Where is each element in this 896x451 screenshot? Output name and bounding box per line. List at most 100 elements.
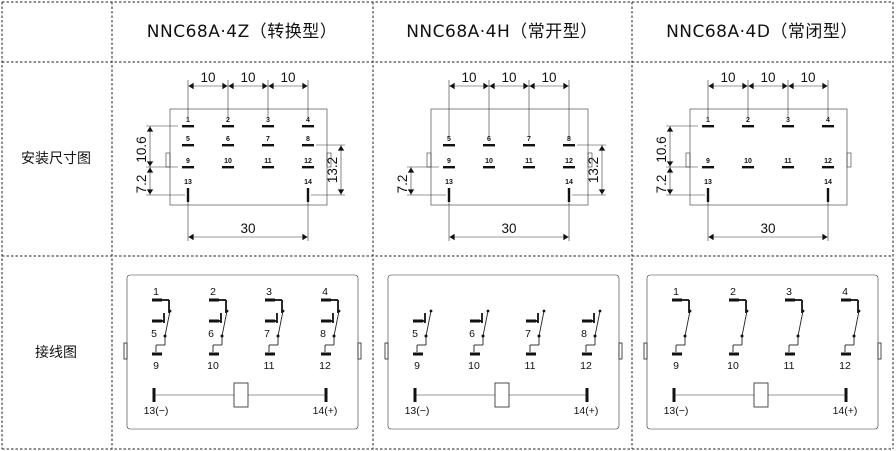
pin-pad-11 bbox=[262, 166, 274, 169]
pin-label-2: 2 bbox=[746, 117, 750, 124]
pin-pad-1 bbox=[182, 125, 194, 128]
terminal-pad-1 bbox=[152, 298, 162, 302]
coil-circuit: 13(−)14(+) bbox=[664, 382, 857, 417]
contact-set-3: 311 bbox=[784, 286, 805, 372]
terminal-label-4: 4 bbox=[322, 286, 328, 298]
pin-pad-4 bbox=[822, 125, 834, 128]
contact-dot bbox=[857, 309, 861, 313]
dimension-arrow bbox=[483, 82, 489, 90]
dimension-arrow bbox=[449, 233, 455, 241]
terminal-label-11: 11 bbox=[525, 360, 536, 372]
terminal-label-8: 8 bbox=[320, 328, 326, 340]
pin-label-9: 9 bbox=[447, 158, 451, 165]
terminal-label-12: 12 bbox=[839, 360, 851, 372]
coil-symbol bbox=[494, 382, 510, 408]
dim-pitch: 10 bbox=[200, 70, 215, 85]
dimension-arrow bbox=[228, 82, 234, 90]
pin-pad-10 bbox=[222, 166, 234, 169]
contact-dot bbox=[486, 309, 490, 313]
dim-height: 13.2 bbox=[325, 157, 340, 183]
moving-contact bbox=[538, 310, 545, 337]
contact-set-4: 412 bbox=[839, 286, 861, 372]
coil-pin-13 bbox=[447, 188, 451, 202]
moving-contact bbox=[797, 310, 804, 337]
pin-pad-11 bbox=[782, 166, 794, 169]
dim-coil-offset: 7.2 bbox=[134, 175, 149, 194]
terminal-pad-7 bbox=[265, 319, 275, 323]
contact-dot bbox=[542, 309, 546, 313]
dim-coil-offset: 7.2 bbox=[395, 175, 410, 194]
dimension-arrow bbox=[708, 233, 714, 241]
coil-circuit: 13(−)14(+) bbox=[144, 382, 337, 417]
side-tab bbox=[643, 342, 648, 360]
pin-pad-3 bbox=[262, 125, 274, 128]
terminal-label-9: 9 bbox=[153, 360, 159, 372]
terminal-label-7: 7 bbox=[264, 328, 270, 340]
pin-pad-5 bbox=[443, 144, 455, 147]
terminal-label-3: 3 bbox=[786, 286, 792, 298]
pin-label-6: 6 bbox=[226, 136, 230, 143]
coil-label-negative: 13(−) bbox=[144, 405, 169, 417]
dimension-arrow bbox=[708, 82, 714, 90]
dimension-arrow bbox=[563, 233, 569, 241]
dimension-arrow bbox=[666, 167, 674, 173]
moving-contact bbox=[221, 310, 228, 337]
dimension-arrow bbox=[188, 82, 194, 90]
dimension-arrow bbox=[146, 126, 154, 132]
pin-pad-10 bbox=[483, 166, 495, 169]
pin-label-11: 11 bbox=[525, 158, 533, 165]
side-tab bbox=[685, 152, 691, 168]
pivot-dot bbox=[163, 334, 167, 338]
terminal-label-7: 7 bbox=[525, 328, 531, 340]
side-tab bbox=[357, 342, 362, 360]
terminal-pad-10 bbox=[729, 352, 739, 356]
pin-label-11: 11 bbox=[264, 158, 272, 165]
dim-pitch: 10 bbox=[541, 70, 556, 85]
row-label-dimensions: 安装尺寸图 bbox=[21, 151, 91, 167]
pin-label-4: 4 bbox=[306, 117, 310, 124]
terminal-pad-6 bbox=[209, 319, 219, 323]
terminal-pad-9 bbox=[152, 352, 162, 356]
contact-dot bbox=[337, 309, 341, 313]
pin-label-13: 13 bbox=[704, 179, 712, 186]
dimension-arrow bbox=[268, 82, 274, 90]
pin-pad-9 bbox=[702, 166, 714, 169]
terminal-label-8: 8 bbox=[581, 328, 587, 340]
moving-contact bbox=[164, 310, 171, 337]
pivot-dot bbox=[796, 334, 800, 338]
dimension-arrow bbox=[337, 189, 345, 195]
terminal-pad-8 bbox=[582, 319, 592, 323]
terminal-label-5: 5 bbox=[412, 328, 418, 340]
terminal-pad-2 bbox=[209, 298, 219, 302]
terminal-label-9: 9 bbox=[673, 360, 679, 372]
terminal-label-1: 1 bbox=[153, 286, 159, 298]
side-tab bbox=[123, 342, 128, 360]
dimension-arrow bbox=[146, 189, 154, 195]
pin-label-10: 10 bbox=[224, 158, 232, 165]
pin-label-6: 6 bbox=[487, 136, 491, 143]
pin-label-2: 2 bbox=[226, 117, 230, 124]
moving-contact bbox=[277, 310, 284, 337]
contact-dot bbox=[688, 309, 692, 313]
terminal-pad-10 bbox=[470, 352, 480, 356]
terminal-pad-4 bbox=[321, 298, 331, 302]
dim-pitch: 10 bbox=[760, 70, 775, 85]
pin-pad-12 bbox=[563, 166, 575, 169]
pin-label-14: 14 bbox=[824, 179, 832, 186]
contact-set-3: 7 11 bbox=[525, 309, 546, 372]
dimension-arrow bbox=[302, 82, 308, 90]
pivot-dot bbox=[276, 334, 280, 338]
side-tab bbox=[587, 152, 593, 168]
contact-set-2: 210 bbox=[727, 286, 749, 372]
dimension-arrow bbox=[822, 82, 828, 90]
pin-label-3: 3 bbox=[266, 117, 270, 124]
moving-contact bbox=[684, 310, 691, 337]
terminal-label-6: 6 bbox=[469, 328, 475, 340]
dimension-arrow bbox=[742, 82, 748, 90]
terminal-pad-2 bbox=[729, 298, 739, 302]
